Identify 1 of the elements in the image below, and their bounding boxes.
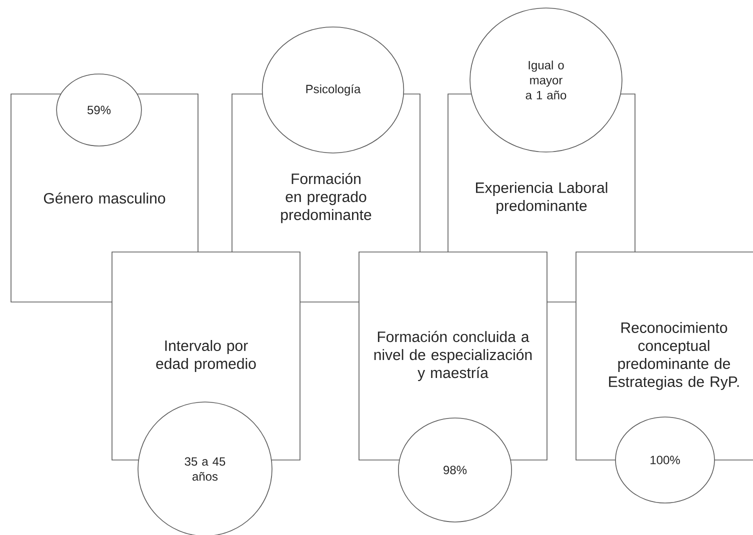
- node-label: Reconocimiento conceptual predominante de Estrategias de RyP.: [609, 322, 739, 390]
